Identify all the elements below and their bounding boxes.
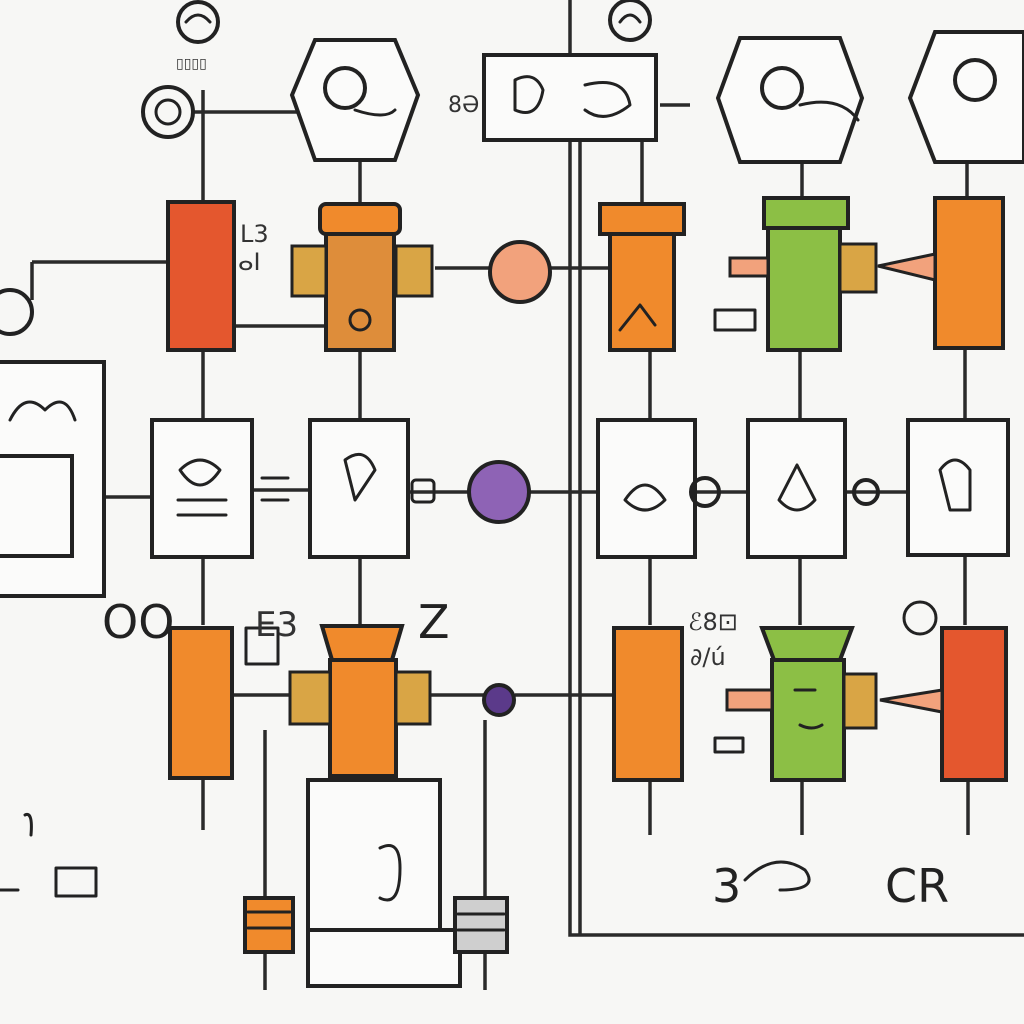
valve-r3-c2: E3 Z: [244, 595, 450, 778]
svg-text:L3: L3: [240, 220, 269, 248]
node-r1-peach: [488, 240, 552, 304]
column-r3-c1: OO: [102, 595, 234, 780]
node-r3-dark-purple: [482, 683, 516, 717]
top-sensor-gauge-1: ▯▯▯▯: [176, 0, 220, 72]
svg-text:ℰ8⊡: ℰ8⊡: [688, 608, 738, 636]
bottom-resistor-right: [453, 896, 509, 954]
top-sensor-gauge-2: [141, 85, 195, 139]
top-panel-unit: 8Ə: [448, 53, 658, 142]
instrument-box-r2-c4: [746, 418, 880, 559]
svg-text:E3: E3: [255, 605, 298, 645]
bottom-resistor-left: [243, 896, 295, 954]
column-r1-c5: [877, 196, 1005, 350]
instrument-box-r2-c2: [260, 418, 436, 559]
top-hex-unit-3: [907, 30, 1024, 164]
valve-r1-c4: [713, 196, 878, 352]
svg-text:▯▯▯▯: ▯▯▯▯: [176, 56, 207, 72]
svg-text:ⴰⵏ: ⴰⵏ: [238, 248, 261, 276]
bottom-right-labels: 3 CR: [712, 859, 949, 913]
label-oo: OO: [102, 595, 174, 649]
svg-text:8Ə: 8Ə: [448, 93, 479, 118]
instrument-box-r2-c5: [906, 418, 1010, 557]
svg-text:∂/ú: ∂/ú: [690, 643, 726, 671]
instrument-box-r2-c1: [150, 418, 254, 559]
instrument-box-r2-c3: [596, 418, 721, 559]
left-panel-box: [0, 288, 106, 598]
top-hex-unit-1: [289, 38, 421, 162]
top-hex-unit-2: [715, 36, 865, 164]
bottom-left-marks: [0, 812, 98, 898]
column-r3-c3: ℰ8⊡ ∂/ú: [612, 608, 738, 782]
label-3: 3: [712, 859, 741, 913]
label-z: Z: [418, 595, 450, 649]
valve-r1-c2: [290, 202, 434, 352]
top-sensor-gauge-3: [608, 0, 652, 42]
node-r2-purple: [467, 460, 531, 524]
label-cr: CR: [885, 859, 949, 913]
bottom-tank-box: [306, 778, 462, 988]
column-r3-c5: [879, 600, 1008, 782]
column-r1-c1: L3 ⴰⵏ: [166, 200, 269, 352]
column-r1-c3: [598, 202, 686, 352]
valve-r3-c4: [713, 626, 878, 782]
